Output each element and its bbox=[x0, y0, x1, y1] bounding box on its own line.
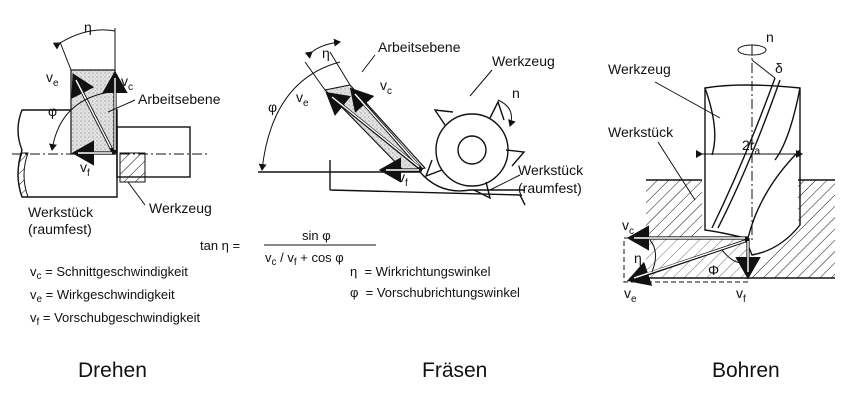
fraesen-panel: η φ ve vc vf n Arbeitsebene Werkzeug Wer… bbox=[200, 38, 584, 382]
formula-numerator: sin φ bbox=[302, 228, 331, 243]
raumfest-label: (raumfest) bbox=[518, 180, 582, 196]
ve-label: ve bbox=[46, 69, 59, 89]
legend-item: η = Wirkrichtungswinkel bbox=[350, 264, 491, 279]
eta-arc bbox=[304, 38, 341, 59]
vc-label: vc bbox=[622, 217, 634, 237]
ve-arrow bbox=[325, 91, 424, 172]
legend-item: vf = Vorschubgeschwindigkeit bbox=[30, 310, 200, 328]
caption-fraesen: Fräsen bbox=[422, 359, 487, 382]
eta-arc bbox=[649, 239, 656, 273]
eta-label: η bbox=[322, 45, 330, 61]
vf-label: vf bbox=[398, 169, 408, 189]
werkstueck-label: Werkstück bbox=[608, 124, 674, 140]
legend-item: ve = Wirkgeschwindigkeit bbox=[30, 287, 175, 305]
phi-label: φ bbox=[268, 99, 277, 115]
eta-label: η bbox=[84, 19, 92, 35]
werkstueck-label: Werkstück bbox=[28, 204, 94, 220]
drehen-panel: η φ ve vc vf Arbeitsebene Werkzeug Werks… bbox=[12, 19, 221, 382]
legend-item: φ = Vorschubrichtungswinkel bbox=[350, 285, 520, 300]
delta-label: δ bbox=[775, 60, 783, 76]
vf-label: vf bbox=[80, 159, 90, 179]
rotation-n-label: n bbox=[766, 29, 774, 45]
workpiece-shape bbox=[17, 109, 118, 198]
velocity-legend: vc = Schnittgeschwindigkeit ve = Wirkges… bbox=[30, 264, 200, 328]
legend-item: vc = Schnittgeschwindigkeit bbox=[30, 264, 188, 282]
formula-denominator: vc / vf + cos φ bbox=[265, 250, 344, 268]
twist-drill bbox=[654, 44, 803, 256]
Phi-label: Φ bbox=[708, 262, 719, 278]
ve-label: ve bbox=[624, 285, 637, 305]
tool-shape bbox=[116, 126, 191, 183]
phi-label: φ bbox=[48, 103, 57, 119]
vc-label: vc bbox=[121, 73, 133, 93]
bohren-panel: n δ Werkzeug Werkstück 2ra vc η Φ ve vf … bbox=[608, 29, 835, 382]
ve-label: ve bbox=[296, 89, 309, 109]
vc-label: vc bbox=[380, 77, 392, 97]
raumfest-label: (raumfest) bbox=[28, 221, 92, 237]
rotation-n-label: n bbox=[512, 85, 520, 101]
arbeitsebene-label: Arbeitsebene bbox=[138, 91, 221, 107]
diameter-label: 2ra bbox=[742, 137, 760, 157]
werkstueck-label: Werkstück bbox=[518, 162, 584, 178]
eta-arc bbox=[52, 29, 116, 50]
arbeitsebene-label: Arbeitsebene bbox=[378, 39, 461, 55]
tan-eta-formula: tan η = sin φ vc / vf + cos φ bbox=[200, 228, 376, 268]
werkzeug-label: Werkzeug bbox=[492, 53, 555, 69]
phi-arc bbox=[721, 249, 747, 268]
werkzeug-label: Werkzeug bbox=[608, 61, 671, 77]
eta-label: η bbox=[634, 250, 642, 266]
phi-arc bbox=[258, 61, 341, 171]
vf-label: vf bbox=[736, 285, 746, 305]
vc-arrow bbox=[349, 87, 424, 172]
formula-lhs: tan η = bbox=[200, 238, 240, 253]
caption-bohren: Bohren bbox=[712, 359, 780, 382]
werkzeug-label: Werkzeug bbox=[149, 200, 212, 216]
milling-cutter bbox=[424, 99, 526, 200]
phi-arc bbox=[49, 91, 111, 151]
caption-drehen: Drehen bbox=[78, 359, 147, 382]
ve-arrow bbox=[71, 73, 115, 153]
